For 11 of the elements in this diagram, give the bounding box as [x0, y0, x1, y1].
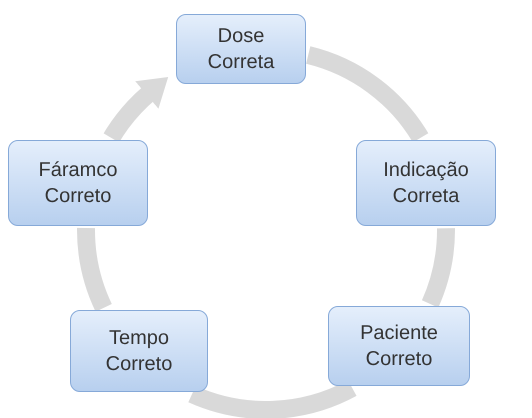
process-box	[8, 140, 148, 226]
process-box	[356, 140, 496, 226]
cycle-arrow	[104, 76, 168, 143]
process-box	[70, 310, 208, 392]
box-label: Paciente Correto	[359, 321, 439, 372]
box-label: Dose Correta	[206, 24, 276, 75]
box-label: Tempo Correto	[104, 326, 174, 377]
process-box	[328, 306, 470, 386]
box-label: Indicação Correta	[382, 158, 470, 209]
process-box	[176, 14, 306, 84]
box-label: Fáramco Correto	[38, 158, 118, 209]
